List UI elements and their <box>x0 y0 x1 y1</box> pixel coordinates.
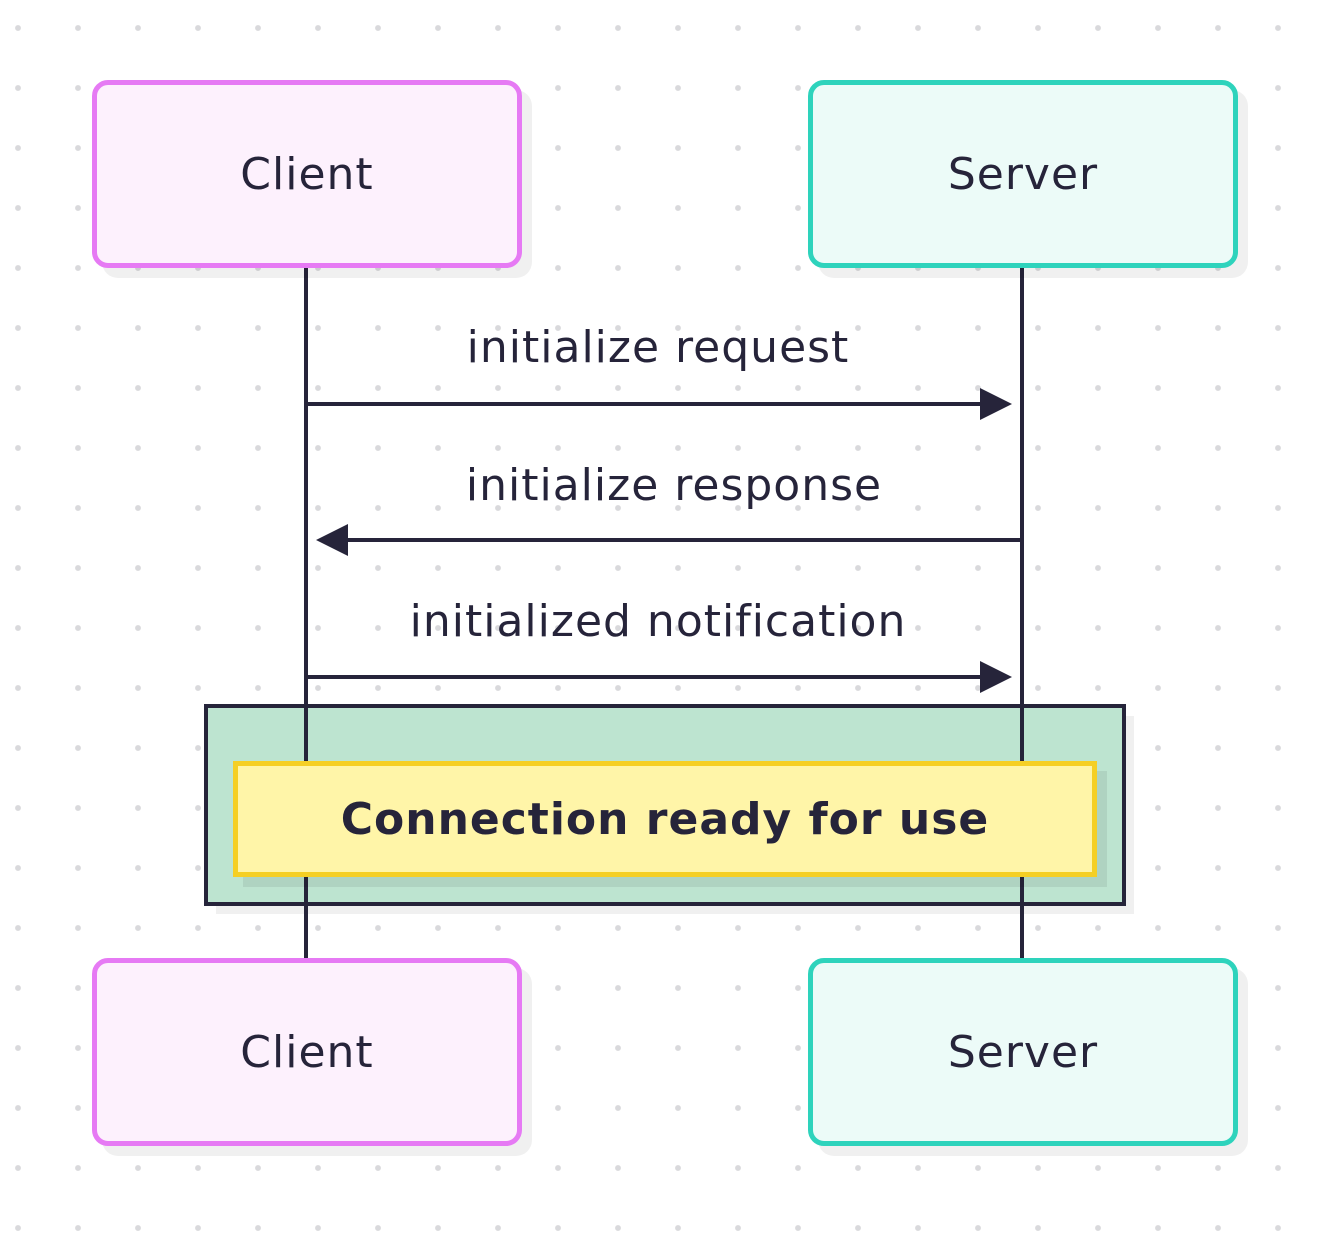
message-label-3: initialized notification <box>409 596 907 647</box>
message-label-2: initialize response <box>465 460 883 511</box>
server-label-bottom: Server <box>947 1026 1099 1078</box>
client-actor-top: Client <box>92 80 522 268</box>
client-label-top: Client <box>240 148 374 200</box>
server-actor-bottom: Server <box>808 958 1238 1146</box>
client-label-bottom: Client <box>240 1026 374 1078</box>
note-box: Connection ready for use <box>233 761 1097 877</box>
client-actor-bottom: Client <box>92 958 522 1146</box>
note-label: Connection ready for use <box>340 793 990 845</box>
message-label-1: initialize request <box>466 322 850 373</box>
server-label-top: Server <box>947 148 1099 200</box>
server-actor-top: Server <box>808 80 1238 268</box>
